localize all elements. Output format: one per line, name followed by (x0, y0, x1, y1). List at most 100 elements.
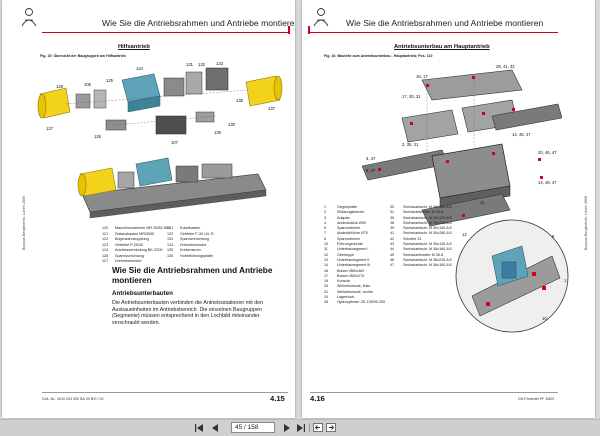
legend-number: 41 (390, 231, 395, 236)
legend-number: 19 (324, 279, 329, 284)
svg-text:16, 17: 16, 17 (416, 74, 428, 79)
svg-text:126: 126 (94, 134, 102, 139)
legend-text: Gegenplatte (337, 205, 358, 209)
figure-caption: Fig. 15: Übersicht der Baugruppen am Hil… (40, 54, 126, 58)
svg-text:125: 125 (106, 78, 114, 83)
back-icon (312, 423, 323, 432)
last-page-button[interactable] (295, 422, 306, 433)
right-page: Wie Sie die Antriebsrahmen und Antriebe … (302, 0, 595, 418)
legend-number: 124 (102, 248, 109, 252)
legend-number: 11 (324, 247, 328, 252)
legend-text: Unterbausegment III (337, 263, 371, 268)
previous-page-button[interactable] (209, 422, 220, 433)
page-number: 4.16 (310, 394, 325, 403)
legend-text: Drehstrommotor (115, 259, 142, 263)
svg-text:127: 127 (46, 126, 54, 131)
page-header-title: Wie Sie die Antriebsrahmen und Antriebe … (102, 18, 295, 28)
motor-assembled-yellow (77, 167, 117, 197)
legend-row: 17 Bolzen Ø60x270 (324, 274, 385, 279)
legend-number: 35 (390, 215, 395, 220)
legend-text: Bolzen Ø60x270 (337, 273, 365, 278)
svg-text:137: 137 (268, 106, 276, 111)
motor-left-yellow (37, 87, 71, 119)
legend-number: 133 (167, 237, 174, 241)
legend-row: 31 Sechskantmutter M 30-8 (390, 210, 451, 215)
legend-text: Lagerbock (337, 295, 355, 300)
heading-3: Antriebsunterbauten (112, 290, 173, 297)
svg-text:14, 46, 47: 14, 46, 47 (512, 132, 531, 137)
legend-number: 121 (102, 231, 109, 236)
legend-row: 19 Konsole (324, 279, 385, 284)
legend-number: 42 (390, 236, 395, 241)
legend-text: Stützungsbleche (337, 210, 365, 215)
legend-text: Sechskantmutter M 30-8 (403, 210, 444, 215)
svg-text:8, 47: 8, 47 (366, 168, 376, 173)
forward-button[interactable] (325, 422, 336, 433)
legend-text: Unterbausegment I (337, 247, 369, 252)
legend-number: 13 (324, 257, 329, 262)
legend-text: Sechskantschr. M 30x180-8.8 (403, 205, 452, 209)
legend-text: Abdeckblöcke Ø70 (337, 231, 368, 236)
paragraph: Die Antriebsunterbauten verbinden die An… (112, 300, 264, 326)
legend-text: Spannvorrichtung (180, 237, 209, 241)
legend-number: 8 (324, 236, 327, 241)
header-rule (310, 32, 558, 33)
frame-exploded-diagram: 39, 41, 42 16, 17 17, 30, 31 2, 35, 31 3… (362, 64, 562, 227)
section-title: Hilfsantrieb (118, 44, 150, 50)
svg-text:12: 12 (462, 232, 467, 237)
svg-text:136: 136 (214, 130, 222, 135)
next-page-button[interactable] (281, 422, 292, 433)
legend-text: Bogenzahnkupplung (115, 237, 149, 241)
svg-text:132: 132 (198, 62, 206, 67)
legend-text: Kohlenstrom (180, 248, 201, 252)
legend-number: 136 (167, 253, 174, 258)
legend-text: Unterbausegment II (337, 257, 370, 262)
red-tab (288, 26, 290, 34)
legend-text: Sechskantschr. M 36x210-8.8 (403, 257, 452, 262)
footer-rule (42, 392, 288, 393)
viewer-toolbar: 45 / 158 (0, 419, 600, 436)
legend-text: Konsole (337, 279, 351, 284)
svg-text:124: 124 (136, 66, 144, 71)
first-page-button[interactable] (194, 422, 205, 433)
legend-text: Sechskantschr. M 36x160-8.8 (403, 247, 452, 252)
svg-text:128: 128 (56, 84, 64, 89)
legend-text: Sechskantschr. M 30x140-8.8 (403, 226, 452, 231)
legend-text: Oberkippe (337, 252, 355, 257)
svg-text:107: 107 (171, 140, 179, 145)
side-text: Bucyrus Bergtechnik, Lünen 2009 (584, 196, 588, 250)
legend-number: 17 (324, 273, 329, 278)
legend-text: Sechskantschr. M 20x220-8.8 (403, 220, 452, 225)
legend-text: Kobelkasten (180, 226, 201, 230)
red-tab (308, 26, 310, 34)
svg-text:20, 46, 47: 20, 46, 47 (538, 150, 557, 155)
legend-text: Drehstrommotor (180, 242, 207, 247)
legend-text: Sechskantschr. M 36x130-8.8 (403, 242, 452, 247)
legend-number: 12 (324, 252, 329, 257)
person-logo-icon (313, 8, 329, 27)
legend-number: 31 (390, 210, 395, 215)
legend-number: 38 (390, 220, 395, 225)
page-number-input[interactable]: 45 / 158 (231, 422, 275, 433)
page-number: 4.15 (270, 394, 285, 403)
back-button[interactable] (312, 422, 323, 433)
person-logo-icon (21, 8, 37, 27)
legend-number: 21 (324, 289, 329, 294)
